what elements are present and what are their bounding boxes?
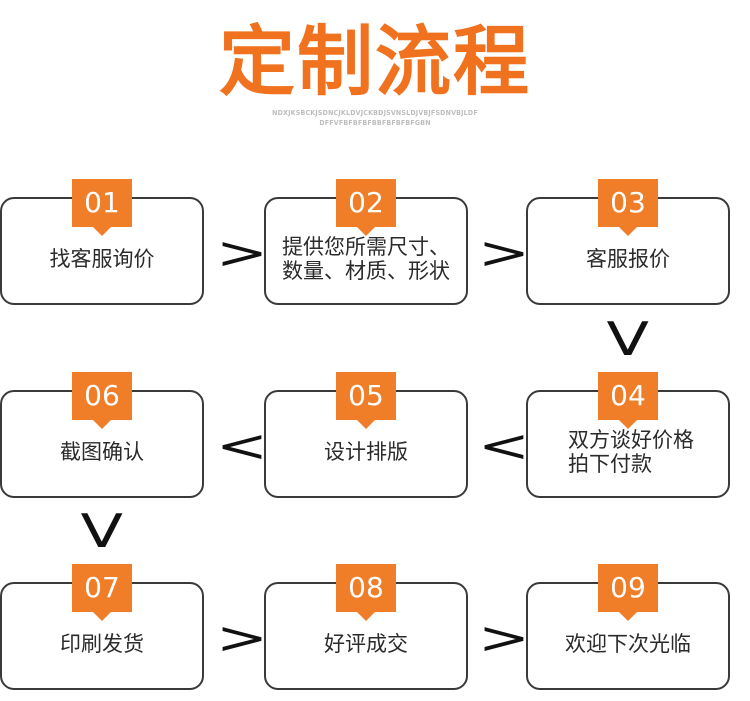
step-01-label: 找客服询价 (2, 247, 202, 271)
step-03-box: 03 客服报价 (526, 179, 730, 305)
step-04-label: 双方谈好价格 拍下付款 (568, 428, 728, 476)
step-05-label: 设计排版 (266, 440, 466, 464)
step-02-number: 02 (348, 186, 384, 219)
step-01-number: 01 (84, 186, 120, 219)
arrow-right-8-9: > (478, 611, 530, 664)
step-06-number: 06 (84, 379, 120, 412)
step-05-badge: 05 (336, 372, 396, 429)
step-03-number: 03 (610, 186, 646, 219)
arrow-right-1-2: > (216, 226, 268, 279)
step-05-box: 05 设计排版 (264, 372, 468, 498)
step-09-badge: 09 (598, 564, 658, 621)
step-04-box: 04 双方谈好价格 拍下付款 (526, 372, 730, 498)
arrow-right-7-8: > (216, 611, 268, 664)
step-01-label-line-1: 找客服询价 (49, 247, 155, 271)
step-01-badge: 01 (72, 179, 132, 236)
step-08-number: 08 (348, 571, 384, 604)
step-03-label: 客服报价 (528, 247, 728, 271)
step-05-number: 05 (348, 379, 384, 412)
step-06-label: 截图确认 (2, 440, 202, 464)
step-04-badge: 04 (598, 372, 658, 429)
step-07-box: 07 印刷发货 (0, 564, 204, 690)
step-04-label-line-2: 拍下付款 (568, 452, 652, 476)
step-02-badge: 02 (336, 179, 396, 236)
step-08-label: 好评成交 (266, 632, 466, 656)
subtitle: NDXJKSBCKJSDNCJKLDVJCKBDJSVNSLDJVBJFSDNV… (0, 108, 750, 128)
step-03-badge: 03 (598, 179, 658, 236)
step-05-label-line-1: 设计排版 (324, 440, 408, 464)
step-09-label-line-1: 欢迎下次光临 (565, 632, 691, 656)
step-08-badge: 08 (336, 564, 396, 621)
step-02-label-line-2: 数量、材质、形状 (282, 259, 450, 283)
arrow-left-5-6: < (216, 419, 268, 472)
arrow-down-3-4: V (606, 312, 649, 366)
step-06-box: 06 截图确认 (0, 372, 204, 498)
arrow-left-4-5: < (478, 419, 530, 472)
step-06-badge: 06 (72, 372, 132, 429)
step-09-box: 09 欢迎下次光临 (526, 564, 730, 690)
step-07-badge: 07 (72, 564, 132, 621)
step-02-box: 02 提供您所需尺寸、 数量、材质、形状 (264, 179, 468, 305)
step-06-label-line-1: 截图确认 (60, 440, 144, 464)
step-02-label: 提供您所需尺寸、 数量、材质、形状 (266, 235, 466, 283)
subtitle-line-2: DFFVFBFBFBFBBFBFBFBFGBN (319, 119, 431, 127)
step-08-label-line-1: 好评成交 (324, 632, 408, 656)
arrow-down-6-7: V (80, 504, 123, 558)
page-title: 定制流程 (219, 17, 531, 106)
step-01-box: 01 找客服询价 (0, 179, 204, 305)
step-07-label-line-1: 印刷发货 (60, 632, 144, 656)
arrow-right-2-3: > (478, 226, 530, 279)
step-04-label-line-1: 双方谈好价格 (568, 428, 694, 452)
step-07-number: 07 (84, 571, 120, 604)
subtitle-line-1: NDXJKSBCKJSDNCJKLDVJCKBDJSVNSLDJVBJFSDNV… (272, 109, 478, 117)
step-09-number: 09 (610, 571, 646, 604)
step-09-label: 欢迎下次光临 (528, 632, 728, 656)
step-08-box: 08 好评成交 (264, 564, 468, 690)
step-04-number: 04 (610, 379, 646, 412)
step-07-label: 印刷发货 (2, 632, 202, 656)
step-02-label-line-1: 提供您所需尺寸、 (282, 235, 450, 259)
step-03-label-line-1: 客服报价 (586, 247, 670, 271)
